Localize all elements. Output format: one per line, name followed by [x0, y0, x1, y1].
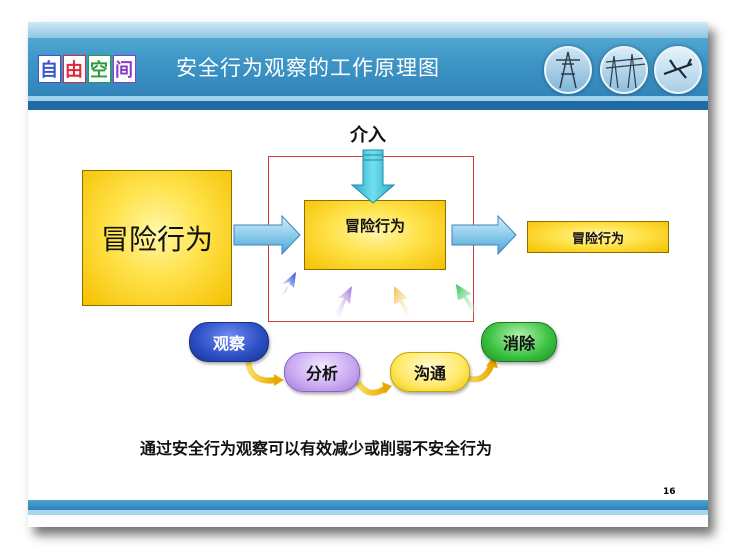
- arrow-up-analyze: [334, 286, 352, 318]
- right-risk-behavior-box: 冒险行为: [527, 221, 669, 253]
- page-number: 16: [663, 487, 676, 497]
- step-communicate: 沟通: [390, 352, 470, 392]
- arrow-up-observe: [278, 272, 296, 298]
- left-risk-behavior-box: 冒险行为: [82, 170, 232, 306]
- arrow-right-2: [451, 214, 517, 256]
- logo: 自由空间: [38, 55, 136, 83]
- step-eliminate: 消除: [481, 322, 557, 362]
- center-risk-behavior-box: 冒险行为: [304, 200, 446, 270]
- caption-text: 通过安全行为观察可以有效减少或削弱不安全行为: [140, 439, 493, 458]
- diagram-arrows: [233, 149, 517, 396]
- arrow-up-communicate: [394, 286, 412, 318]
- logo-char-2: 由: [63, 55, 86, 83]
- slide: 自由空间 安全行为观察的工作原理图 冒险行为 冒险行为 冒险行为 介入: [28, 22, 708, 527]
- curve-connector-3: [466, 362, 495, 383]
- header-bar: 自由空间 安全行为观察的工作原理图: [28, 22, 708, 110]
- footer-bar: [28, 500, 708, 510]
- arrow-right-1: [233, 214, 301, 256]
- logo-char-3: 空: [88, 55, 111, 83]
- power-tower-icon: [544, 46, 592, 94]
- step-observe: 观察: [189, 322, 269, 362]
- curve-connector-1: [245, 359, 277, 384]
- logo-char-1: 自: [38, 55, 61, 83]
- slide-title: 安全行为观察的工作原理图: [176, 56, 440, 80]
- step-analyze: 分析: [284, 352, 360, 392]
- curve-connector-2: [355, 380, 388, 396]
- airplane-icon: [654, 46, 702, 94]
- arrow-up-eliminate: [456, 284, 478, 314]
- logo-char-4: 间: [113, 55, 136, 83]
- intervene-label: 介入: [350, 125, 386, 146]
- power-lines-icon: [600, 46, 648, 94]
- intervene-down-arrow: [350, 149, 396, 204]
